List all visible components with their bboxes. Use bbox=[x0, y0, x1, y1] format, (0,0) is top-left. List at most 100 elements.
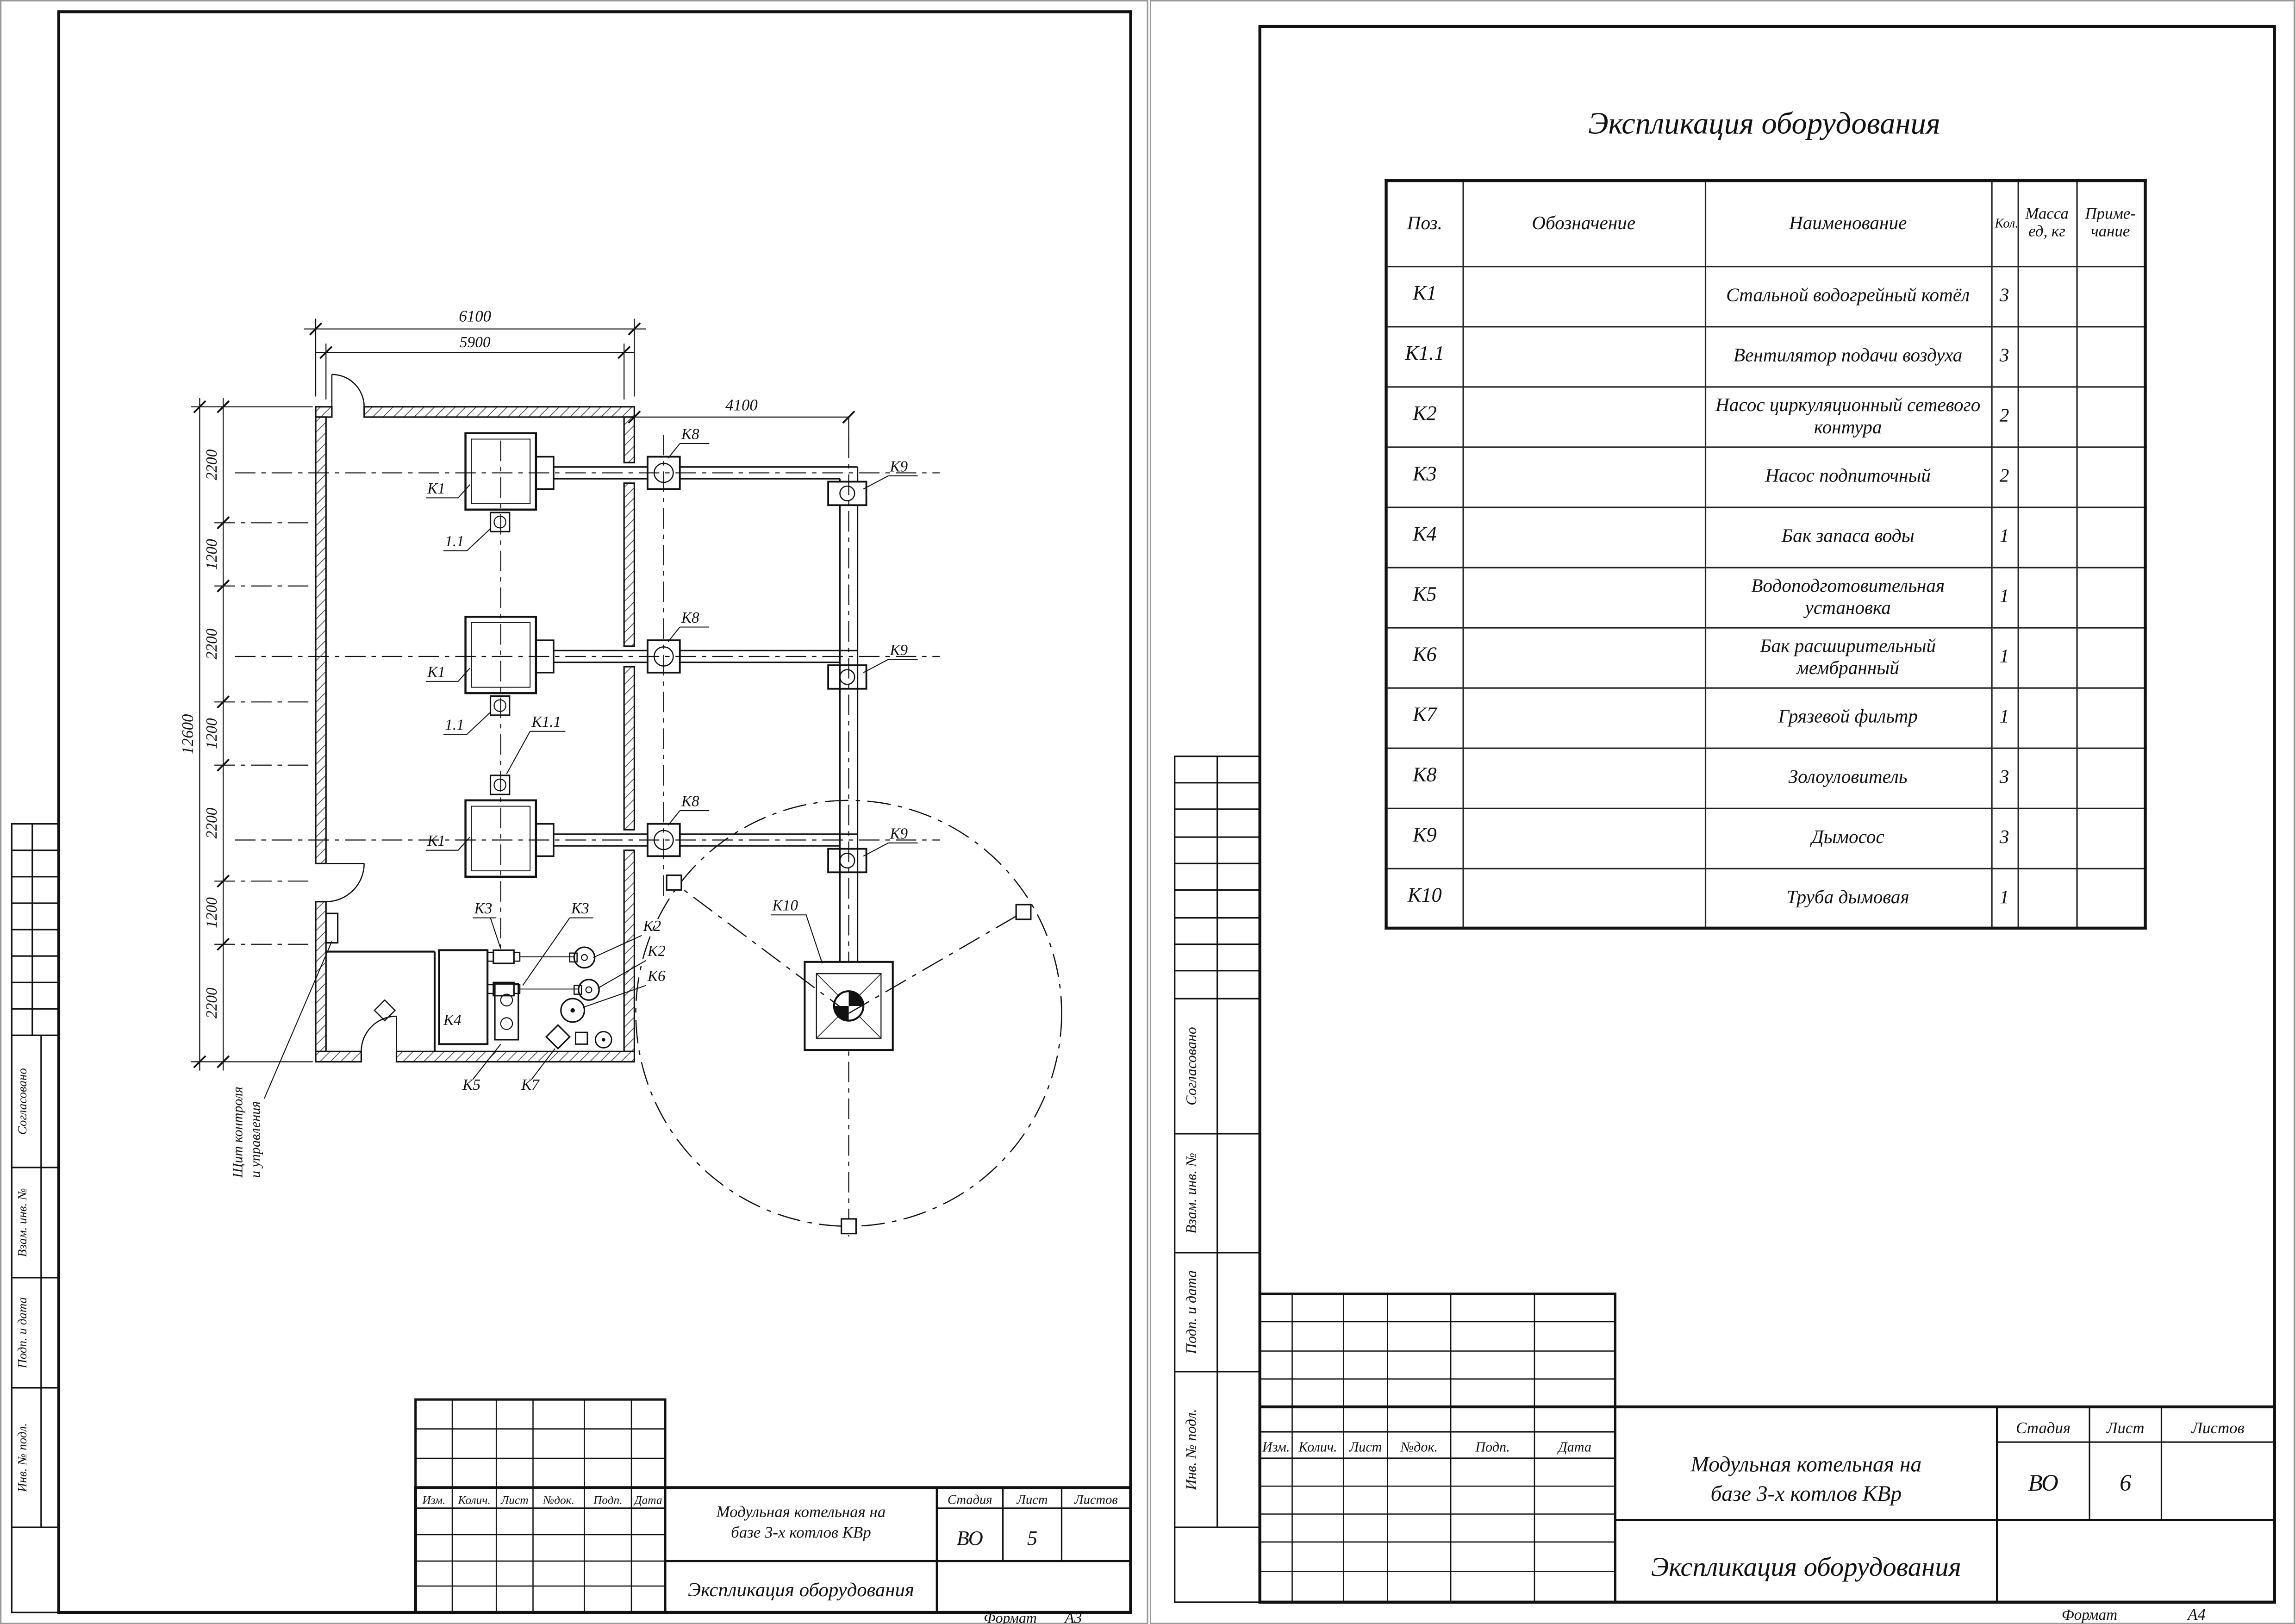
dim-chain-3: 1200 bbox=[203, 718, 220, 749]
label-k9: К9 bbox=[889, 825, 908, 842]
note-cell bbox=[2075, 807, 2146, 869]
sheet-number: 5 bbox=[1027, 1526, 1037, 1549]
qty-cell: 2 bbox=[1990, 385, 2019, 447]
qty-cell: 1 bbox=[1990, 687, 2019, 749]
designation-cell bbox=[1461, 867, 1706, 929]
col-designation: Обозначение bbox=[1461, 180, 1706, 267]
stage-value: ВО bbox=[2028, 1470, 2058, 1496]
rev-col: Дата bbox=[1557, 1439, 1591, 1455]
equipment-table-header: Поз. Обозначение Наименование Кол. Масса… bbox=[1385, 180, 2146, 267]
doc-name: Экспликация оборудования bbox=[688, 1579, 914, 1601]
rev-col: Колич. bbox=[458, 1493, 491, 1506]
title-block bbox=[414, 1398, 1132, 1614]
label-k3: К3 bbox=[474, 900, 493, 917]
label-k8: К8 bbox=[681, 793, 699, 810]
designation-cell bbox=[1461, 265, 1706, 327]
qty-cell: 2 bbox=[1990, 445, 2019, 507]
rev-col: Колич. bbox=[1298, 1439, 1337, 1455]
note-cell bbox=[2075, 385, 2146, 447]
qty-cell: 3 bbox=[1990, 747, 2019, 809]
dim-4100: 4100 bbox=[725, 396, 758, 414]
building-walls bbox=[315, 406, 635, 1063]
dimension-ticks bbox=[193, 322, 855, 1068]
qty-cell: 3 bbox=[1990, 265, 2019, 327]
doors bbox=[326, 374, 397, 1052]
label-k1: К1 bbox=[427, 832, 445, 849]
label-k5: К5 bbox=[462, 1076, 480, 1093]
control-panel bbox=[325, 912, 339, 944]
pos-cell: К9 bbox=[1385, 807, 1464, 869]
sheets-label: Листов bbox=[2191, 1419, 2244, 1437]
qty-cell: 1 bbox=[1990, 506, 2019, 568]
format-label: Формат bbox=[2062, 1606, 2117, 1624]
dim-chain-2: 2200 bbox=[203, 628, 220, 659]
rev-col: №док. bbox=[1400, 1439, 1438, 1455]
label-k8: К8 bbox=[681, 425, 699, 443]
name-cell: Насос циркуляционный сетевого контура bbox=[1704, 385, 1992, 447]
note-cell bbox=[2075, 506, 2146, 568]
dim-chain-6: 2200 bbox=[203, 987, 220, 1018]
designation-cell bbox=[1461, 747, 1706, 809]
name-cell: Бак запаса воды bbox=[1704, 506, 1992, 568]
designation-cell bbox=[1461, 807, 1706, 869]
col-mass: Масса ед, кг bbox=[2017, 180, 2077, 267]
mass-cell bbox=[2017, 807, 2077, 869]
note-cell bbox=[2075, 445, 2146, 507]
sheet-number: 6 bbox=[2120, 1470, 2132, 1496]
pos-cell: К1.1 bbox=[1385, 325, 1464, 387]
pos-cell: К7 bbox=[1385, 687, 1464, 749]
dim-5900: 5900 bbox=[460, 334, 491, 351]
format-value: А4 bbox=[2187, 1605, 2206, 1624]
sheet-a3-plan: 6100 5900 4100 2200 1200 2200 1200 2200 … bbox=[0, 0, 1148, 1624]
stage-value: ВО bbox=[957, 1526, 983, 1549]
qty-cell: 1 bbox=[1990, 566, 2019, 628]
name-cell: Водоподготовительная установка bbox=[1704, 566, 1992, 628]
label-k9: К9 bbox=[889, 642, 908, 659]
boiler-row-3 bbox=[464, 775, 867, 878]
equipment-table-title: Экспликация оборудования bbox=[1588, 106, 1940, 141]
dim-6100: 6100 bbox=[459, 307, 491, 325]
paper-edge bbox=[0, 0, 1148, 1624]
dim-chain-5: 1200 bbox=[203, 897, 220, 928]
pos-cell: К5 bbox=[1385, 566, 1464, 628]
name-cell: Бак расширительный мембранный bbox=[1704, 626, 1992, 688]
designation-cell bbox=[1461, 445, 1706, 507]
designation-cell bbox=[1461, 687, 1706, 749]
margin-label: Подп. и дата bbox=[15, 1297, 29, 1369]
label-k9: К9 bbox=[889, 458, 908, 475]
control-panel-note: Щит контроля и управления bbox=[230, 1087, 263, 1178]
name-cell: Золоуловитель bbox=[1704, 747, 1992, 809]
project-title-line2: базе 3-х котлов КВр bbox=[731, 1523, 871, 1541]
stage-label: Стадия bbox=[2016, 1419, 2070, 1437]
designation-cell bbox=[1461, 626, 1706, 688]
mass-cell bbox=[2017, 385, 2077, 447]
note-cell bbox=[2075, 747, 2146, 809]
note-cell bbox=[2075, 626, 2146, 688]
designation-cell bbox=[1461, 506, 1706, 568]
flue-duct bbox=[839, 505, 859, 962]
label-k8: К8 bbox=[681, 609, 699, 626]
label-k2: К2 bbox=[647, 943, 666, 960]
name-cell: Вентилятор подачи воздуха bbox=[1704, 325, 1992, 387]
sheet-label: Лист bbox=[2106, 1419, 2145, 1437]
label-k6: К6 bbox=[647, 968, 666, 985]
margin-label: Инв. № подл. bbox=[15, 1423, 29, 1493]
label-k11: К1.1 bbox=[531, 713, 561, 731]
margin-label: Взам. инв. № bbox=[15, 1188, 29, 1257]
pos-cell: К6 bbox=[1385, 626, 1464, 688]
pos-cell: К8 bbox=[1385, 747, 1464, 809]
col-pos: Поз. bbox=[1385, 180, 1464, 267]
name-cell: Грязевой фильтр bbox=[1704, 687, 1992, 749]
floor-drain bbox=[374, 999, 396, 1022]
svg-text:Щит контроля: Щит контроля bbox=[230, 1087, 245, 1178]
spec-sheet-linework: Согласовано Взам. инв. № Подп. и дата Ин… bbox=[1149, 0, 2295, 1624]
rev-col: Дата bbox=[633, 1493, 662, 1506]
note-cell bbox=[2075, 566, 2146, 628]
